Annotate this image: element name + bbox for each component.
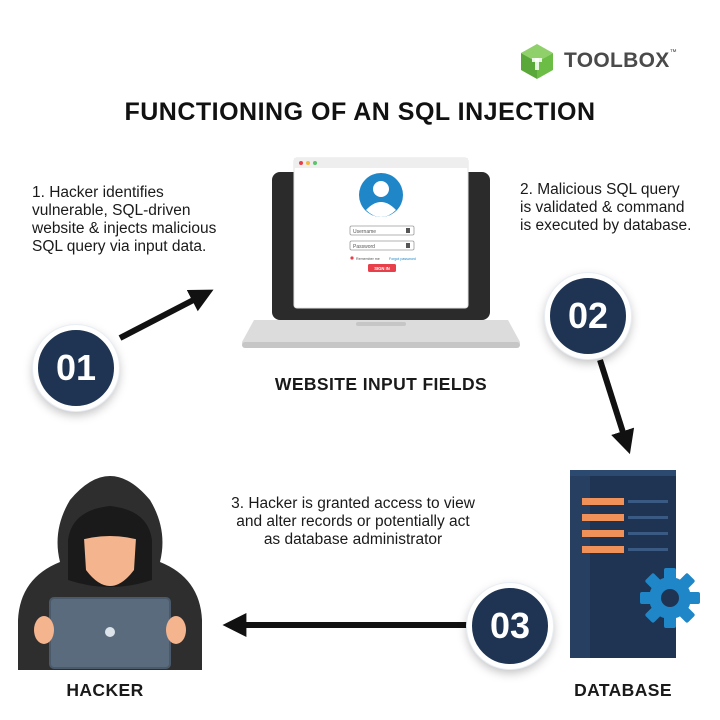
sign-in-label: SIGN IN: [374, 266, 390, 271]
hacker-right-hand: [166, 616, 186, 644]
step-3-line: and alter records or potentially act: [236, 513, 470, 530]
remember-label: Remember me: [356, 257, 380, 261]
hacker-face: [84, 534, 136, 586]
website-input-fields-caption: WEBSITE INPUT FIELDS: [274, 374, 488, 394]
database-caption: DATABASE: [574, 680, 672, 700]
browser-dot-red-icon: [299, 161, 303, 165]
password-placeholder: Password: [353, 244, 375, 250]
browser-toolbar: [294, 158, 468, 168]
password-field[interactable]: [349, 240, 415, 251]
user-avatar-icon: [359, 173, 403, 217]
hood-brim: [74, 524, 146, 542]
step-2-line: 2. Malicious SQL query: [520, 181, 680, 198]
browser-dot-yellow-icon: [306, 161, 310, 165]
server-top: [570, 470, 676, 476]
browser-dot-green-icon: [313, 161, 317, 165]
user-field-icon: [406, 228, 410, 233]
laptop-illustration: Username Password Remember me Forgot pas…: [242, 157, 520, 348]
hacker-left-hand: [34, 616, 54, 644]
gear-icon: [640, 568, 700, 628]
laptop-base: [242, 320, 520, 348]
step-1-line: website & injects malicious: [32, 220, 217, 237]
lock-field-icon: [406, 243, 410, 248]
hacker-illustration: [18, 476, 202, 670]
laptop-base-edge: [242, 342, 520, 348]
page-title: FUNCTIONING OF AN SQL INJECTION: [124, 98, 596, 126]
forgot-password-link[interactable]: Forgot password: [389, 257, 416, 261]
step-3-line: 3. Hacker is granted access to view: [231, 495, 475, 512]
arrow-to-website: [118, 289, 214, 341]
arrow-to-database: [597, 359, 635, 455]
hacker-caption: HACKER: [66, 680, 144, 700]
step-3-description: 3. Hacker is granted access to view and …: [208, 495, 498, 549]
step-1-line: 1. Hacker identifies: [32, 184, 164, 201]
server-drive-slots: [582, 498, 668, 553]
step-badge-02: 02: [545, 273, 631, 359]
brand-name: TOOLBOX™: [564, 49, 677, 72]
step-3-line: as database administrator: [263, 531, 443, 548]
step-2-line: is executed by database.: [520, 217, 692, 234]
username-field[interactable]: [349, 225, 415, 236]
step-2-description: 2. Malicious SQL query is validated & co…: [520, 181, 691, 235]
step-1-description: 1. Hacker identifies vulnerable, SQL-dri…: [32, 184, 216, 256]
laptop-notch: [356, 322, 406, 326]
step-badge-03: 03: [467, 583, 553, 669]
username-placeholder: Username: [353, 229, 376, 235]
step-2-line: is validated & command: [520, 199, 685, 216]
step-badge-01: 01: [33, 325, 119, 411]
sign-in-button[interactable]: [368, 264, 396, 272]
toolbox-cube-icon: [521, 44, 553, 79]
database-server-illustration: [570, 470, 700, 658]
step-1-line: SQL query via input data.: [32, 238, 207, 255]
laptop-logo-icon: [105, 627, 115, 637]
remember-checkbox[interactable]: [350, 256, 354, 260]
toolbox-logo: TOOLBOX™: [518, 42, 677, 80]
step-1-line: vulnerable, SQL-driven: [32, 202, 191, 219]
